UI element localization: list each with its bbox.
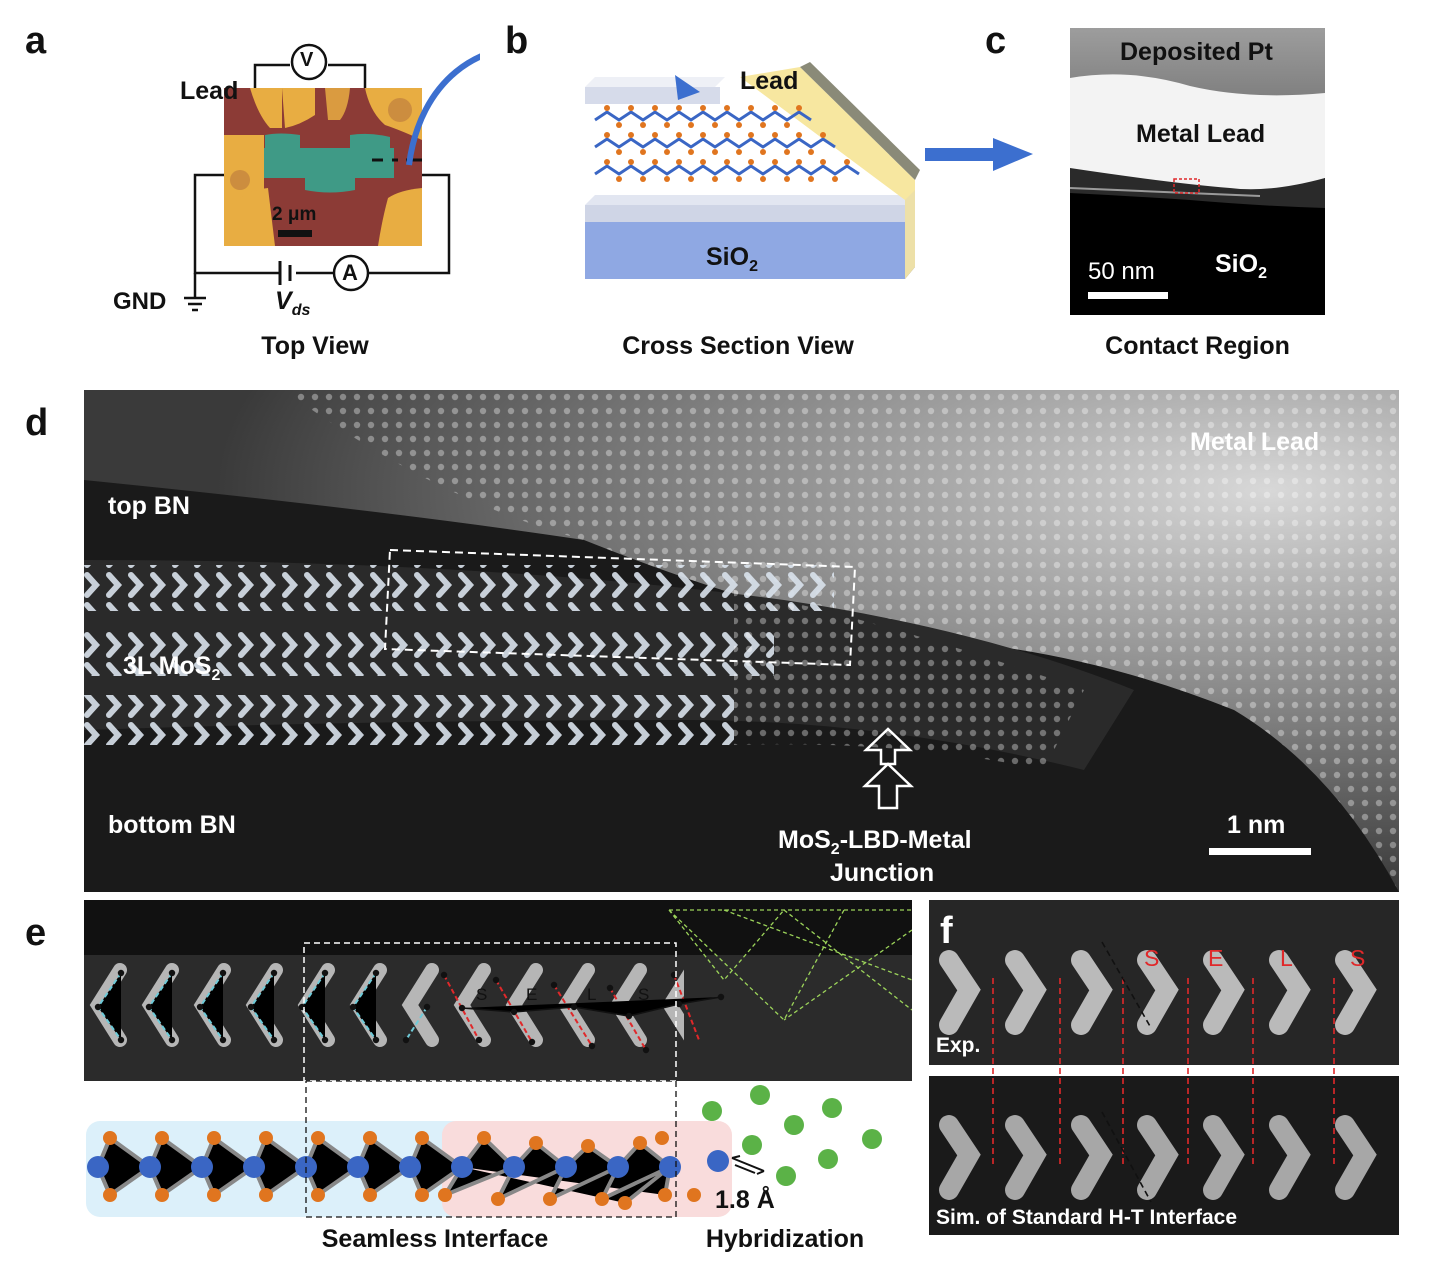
panel-e-label-s1: S bbox=[476, 985, 488, 1004]
panel-e-label-e: E bbox=[526, 985, 538, 1004]
panel-e-caption-hybridization: Hybridization bbox=[705, 1225, 865, 1253]
panel-c-metal-label: Metal Lead bbox=[1136, 120, 1266, 148]
panel-d-junction-label-line2: Junction bbox=[830, 859, 935, 887]
panel-f-label-s2: S bbox=[1350, 945, 1366, 971]
panel-f-letter: f bbox=[940, 910, 953, 952]
panel-b-lead-label: Lead bbox=[740, 67, 799, 95]
panel-c-letter: c bbox=[985, 20, 1007, 62]
panel-a-lead-label: Lead bbox=[180, 77, 239, 105]
panel-d-top-bn-label: top BN bbox=[108, 492, 190, 520]
panel-f-label-s1: S bbox=[1144, 945, 1160, 971]
panel-f-images bbox=[929, 900, 1399, 1235]
panel-a-letter: a bbox=[25, 20, 47, 62]
panel-b-cross-section-diagram bbox=[585, 62, 920, 279]
panel-e-label-l: L bbox=[587, 985, 597, 1004]
panel-d-metal-label: Metal Lead bbox=[1190, 428, 1320, 456]
ammeter-symbol: A bbox=[342, 260, 358, 285]
panel-e-stem-image bbox=[84, 900, 912, 1081]
panel-a-caption: Top View bbox=[261, 332, 369, 360]
panel-b-sio2-label: SiO2 bbox=[706, 243, 758, 275]
panel-d-letter: d bbox=[25, 402, 49, 444]
panel-c-caption: Contact Region bbox=[1105, 332, 1290, 360]
arrow-right-icon bbox=[925, 138, 1033, 171]
panel-f-label-l: L bbox=[1280, 945, 1293, 971]
panel-c-deposited-label: Deposited Pt bbox=[1120, 38, 1273, 66]
panel-c-scale-label: 50 nm bbox=[1088, 258, 1155, 285]
voltmeter-symbol: V bbox=[300, 49, 314, 71]
panel-e-atomic-model bbox=[86, 1081, 882, 1218]
panel-f-exp-label: Exp. bbox=[936, 1034, 981, 1057]
panel-d-stem-image bbox=[84, 390, 1399, 892]
panel-d-mos2-label: 3L MoS2 bbox=[123, 652, 221, 684]
panel-e-caption-interface: Seamless Interface bbox=[321, 1225, 549, 1253]
vds-label: Vds bbox=[275, 287, 311, 319]
panel-f-sim-label: Sim. of Standard H-T Interface bbox=[936, 1206, 1238, 1229]
panel-e-label-s2: S bbox=[638, 985, 650, 1004]
panel-d-scale-label: 1 nm bbox=[1227, 811, 1286, 839]
panel-d-bottom-bn-label: bottom BN bbox=[108, 811, 236, 839]
panel-c-sio2-label: SiO2 bbox=[1215, 250, 1267, 282]
panel-a-device-schematic bbox=[184, 43, 480, 312]
gnd-label: GND bbox=[113, 288, 167, 315]
panel-f-label-e: E bbox=[1208, 945, 1224, 971]
panel-d-junction-label: MoS2-LBD-Metal bbox=[778, 826, 972, 858]
panel-c-tem-image bbox=[1070, 28, 1325, 315]
panel-b-letter: b bbox=[505, 20, 529, 62]
panel-e-letter: e bbox=[25, 912, 47, 954]
panel-e-distance-label: 1.8 Å bbox=[715, 1186, 775, 1214]
panel-a-scale-label: 2 μm bbox=[272, 204, 317, 225]
panel-b-caption: Cross Section View bbox=[622, 332, 854, 360]
